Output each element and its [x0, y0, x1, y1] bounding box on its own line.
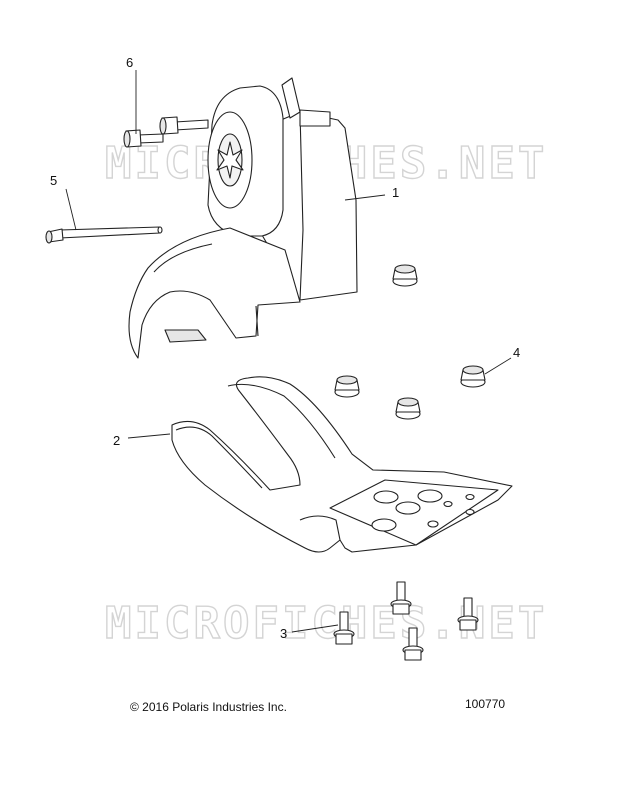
leader-4: [484, 357, 512, 375]
leader-2: [127, 433, 171, 439]
callout-1: 1: [392, 185, 399, 200]
short-bolts: [123, 116, 209, 148]
bolt-3b: [457, 597, 479, 631]
callout-6: 6: [126, 55, 133, 70]
flange-nuts: [334, 264, 486, 420]
diagram-number: 100770: [465, 697, 506, 711]
flange-nut-d: [395, 397, 421, 420]
callout-5: 5: [50, 173, 57, 188]
bolt-3d: [402, 627, 424, 661]
leader-lines: [65, 70, 512, 633]
flange-nut-c: [460, 365, 486, 388]
callout-4: 4: [513, 345, 520, 360]
leader-5: [65, 188, 77, 231]
flange-nut-b: [392, 264, 418, 287]
bolt-6b: [123, 129, 164, 148]
callout-2: 2: [113, 433, 120, 448]
skid-plate-bolts: [333, 581, 479, 661]
skid-plate: [171, 376, 513, 553]
leader-1: [344, 194, 386, 201]
upper-guard-cover: [128, 77, 358, 359]
flange-nut-a: [334, 375, 360, 398]
bolt-6a: [159, 116, 209, 135]
leader-3: [291, 624, 339, 633]
copyright-notice: © 2016 Polaris Industries Inc.: [130, 700, 287, 714]
bolt-3c: [333, 611, 355, 645]
watermark-bottom: MICROFICHES.NET: [105, 598, 547, 649]
long-bolt: [45, 226, 163, 244]
bolt-3a: [390, 581, 412, 615]
callout-3: 3: [280, 626, 287, 641]
